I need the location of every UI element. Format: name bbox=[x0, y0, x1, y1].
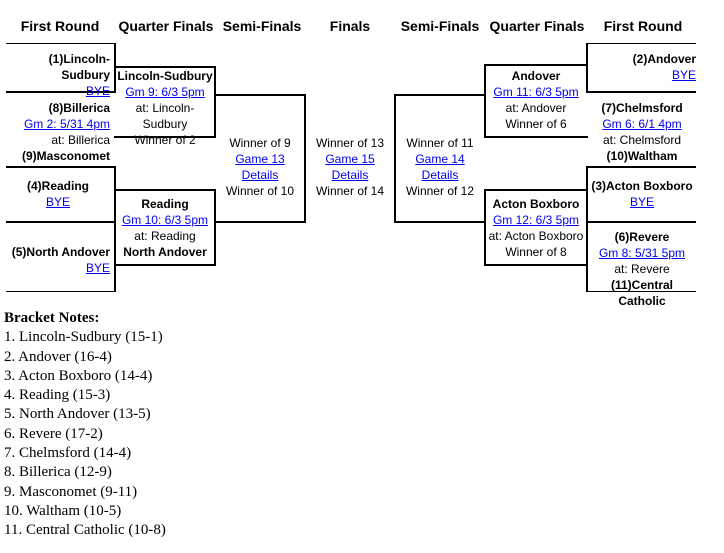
game-location: at: Reading bbox=[134, 229, 196, 243]
team-name: (8)Billerica bbox=[48, 101, 110, 115]
note-item: 2. Andover (16-4) bbox=[4, 348, 112, 365]
team-name: Lincoln-Sudbury bbox=[117, 69, 213, 83]
game-link[interactable]: Gm 8: 5/31 5pm bbox=[598, 246, 686, 260]
bye-link[interactable]: BYE bbox=[85, 84, 110, 98]
team-name: (7)Chelmsford bbox=[601, 101, 683, 115]
opponent: Winner of 8 bbox=[505, 245, 567, 259]
game-location: at: Andover bbox=[505, 101, 567, 115]
right-qf-bottom: Acton Boxboro Gm 12: 6/3 5pm at: Acton B… bbox=[486, 196, 586, 260]
note-item: 8. Billerica (12-9) bbox=[4, 464, 112, 481]
semi-line1: Winner of 11 bbox=[406, 136, 474, 150]
game-location: at: Chelmsford bbox=[602, 133, 682, 147]
team-name: (2)Andover bbox=[632, 52, 696, 66]
team-name: (6)Revere bbox=[614, 230, 670, 244]
right-r1-game1: (2)Andover BYE bbox=[588, 51, 696, 83]
team-name: Andover bbox=[511, 69, 561, 83]
team-name: (5)North Andover bbox=[11, 245, 110, 259]
team-name: Acton Boxboro bbox=[492, 197, 580, 211]
left-r1-game1: (1)Lincoln-Sudbury BYE bbox=[6, 51, 110, 99]
team-name: (4)Reading bbox=[26, 179, 89, 193]
team-name: Reading bbox=[141, 197, 189, 211]
header-right-semi-finals: Semi-Finals bbox=[400, 18, 480, 34]
game-location: at: Billerica bbox=[51, 133, 110, 147]
opponent: Winner of 6 bbox=[505, 117, 567, 131]
game-link[interactable]: Gm 2: 5/31 4pm bbox=[23, 117, 110, 131]
opponent: North Andover bbox=[123, 245, 207, 259]
team-name: (9)Masconomet bbox=[21, 149, 110, 163]
header-right-first-round: First Round bbox=[603, 18, 683, 34]
game-location: at: Revere bbox=[614, 262, 670, 276]
note-item: 3. Acton Boxboro (14-4) bbox=[4, 367, 153, 384]
right-r1-game4: (6)Revere Gm 8: 5/31 5pm at: Revere (11)… bbox=[588, 229, 696, 309]
semi-line1: Winner of 9 bbox=[229, 136, 291, 150]
game-location: at: Lincoln-Sudbury bbox=[135, 101, 195, 131]
note-item: 5. North Andover (13-5) bbox=[4, 406, 151, 423]
finals-line2: Winner of 14 bbox=[315, 184, 385, 198]
game-details-link[interactable]: Game 15 Details bbox=[325, 152, 375, 182]
game-link[interactable]: Gm 6: 6/1 4pm bbox=[602, 117, 682, 131]
header-finals: Finals bbox=[329, 18, 371, 34]
team-name: (10)Waltham bbox=[606, 149, 678, 163]
game-link[interactable]: Gm 11: 6/3 5pm bbox=[493, 85, 579, 99]
right-r1-game3: (3)Acton Boxboro BYE bbox=[588, 178, 696, 210]
left-r1-game4: (5)North Andover BYE bbox=[6, 244, 110, 276]
game-details-link[interactable]: Game 14 Details bbox=[415, 152, 465, 182]
semi-line2: Winner of 10 bbox=[225, 184, 295, 198]
team-name: (3)Acton Boxboro bbox=[591, 179, 693, 193]
opponent: Winner of 2 bbox=[134, 133, 196, 147]
note-item: 11. Central Catholic (10-8) bbox=[4, 522, 166, 539]
bye-link[interactable]: BYE bbox=[45, 195, 70, 209]
note-item: 6. Revere (17-2) bbox=[4, 425, 103, 442]
note-item: 7. Chelmsford (14-4) bbox=[4, 445, 132, 462]
team-name: (11)Central Catholic bbox=[610, 278, 674, 308]
right-qf-top: Andover Gm 11: 6/3 5pm at: Andover Winne… bbox=[486, 68, 586, 132]
finals-box: Winner of 13 Game 15 Details Winner of 1… bbox=[306, 135, 394, 199]
bracket-notes: Bracket Notes: 1. Lincoln-Sudbury (15-1)… bbox=[4, 309, 166, 541]
note-item: 4. Reading (15-3) bbox=[4, 387, 111, 404]
game-link[interactable]: Gm 9: 6/3 5pm bbox=[125, 85, 205, 99]
bye-link[interactable]: BYE bbox=[85, 261, 110, 275]
left-semi: Winner of 9 Game 13 Details Winner of 10 bbox=[216, 135, 304, 199]
team-name: (1)Lincoln-Sudbury bbox=[48, 52, 110, 82]
game-location: at: Acton Boxboro bbox=[488, 229, 584, 243]
game-details-link[interactable]: Game 13 Details bbox=[235, 152, 285, 182]
right-r1-game2: (7)Chelmsford Gm 6: 6/1 4pm at: Chelmsfo… bbox=[588, 100, 696, 164]
bye-link[interactable]: BYE bbox=[629, 195, 654, 209]
left-qf-bottom: Reading Gm 10: 6/3 5pm at: Reading North… bbox=[116, 196, 214, 260]
right-semi: Winner of 11 Game 14 Details Winner of 1… bbox=[396, 135, 484, 199]
note-item: 1. Lincoln-Sudbury (15-1) bbox=[4, 329, 163, 346]
bracket-notes-title: Bracket Notes: bbox=[4, 310, 100, 326]
left-r1-game3: (4)Reading BYE bbox=[6, 178, 110, 210]
game-link[interactable]: Gm 10: 6/3 5pm bbox=[121, 213, 209, 227]
header-right-quarter-finals: Quarter Finals bbox=[489, 18, 585, 34]
bye-link[interactable]: BYE bbox=[671, 68, 696, 82]
header-left-first-round: First Round bbox=[20, 18, 100, 34]
finals-line1: Winner of 13 bbox=[315, 136, 385, 150]
left-qf-top: Lincoln-Sudbury Gm 9: 6/3 5pm at: Lincol… bbox=[116, 68, 214, 148]
header-left-semi-finals: Semi-Finals bbox=[222, 18, 302, 34]
game-link[interactable]: Gm 12: 6/3 5pm bbox=[492, 213, 580, 227]
note-item: 9. Masconomet (9-11) bbox=[4, 483, 138, 500]
note-item: 10. Waltham (10-5) bbox=[4, 502, 122, 519]
left-r1-game2: (8)Billerica Gm 2: 5/31 4pm at: Billeric… bbox=[6, 100, 110, 164]
semi-line2: Winner of 12 bbox=[405, 184, 475, 198]
header-left-quarter-finals: Quarter Finals bbox=[118, 18, 214, 34]
